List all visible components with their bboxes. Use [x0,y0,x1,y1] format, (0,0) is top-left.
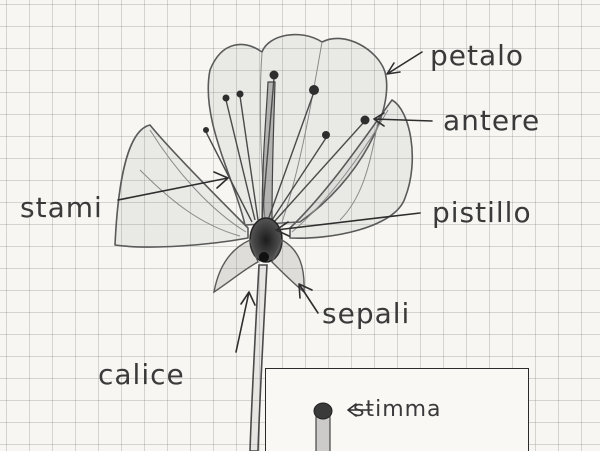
pistil-detail-inset: stimma [265,368,529,451]
label-stimma: stimma [353,399,442,421]
label-sepali: sepali [322,300,410,328]
label-petalo: petalo [430,42,524,70]
arrow-sepali [299,284,318,313]
arrow-calice [236,292,255,352]
stigma-icon [314,403,332,419]
label-calice: calice [98,361,185,389]
label-antere: antere [443,107,540,135]
arrow-petalo [387,52,422,74]
label-stami: stami [20,194,103,222]
label-pistillo: pistillo [432,199,532,227]
